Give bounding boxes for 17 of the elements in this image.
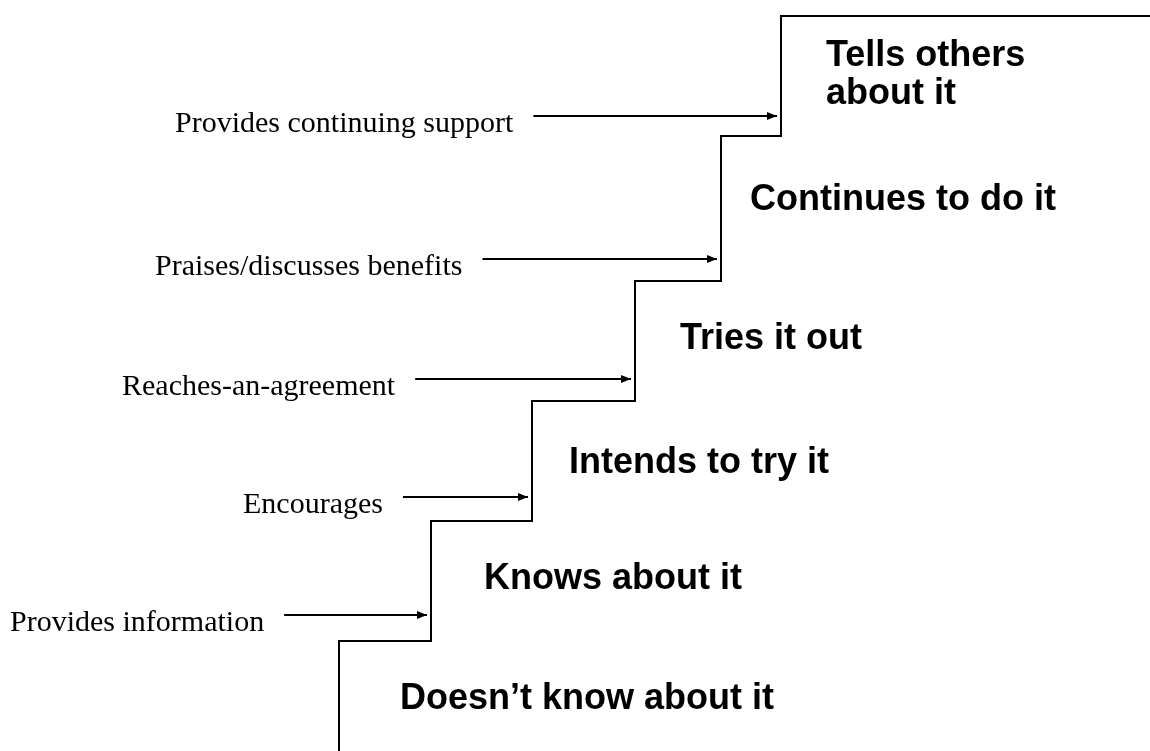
step-title: Knows about it [484,558,742,596]
step-title: Tries it out [680,318,863,356]
stage-action-text: Provides continuing support [175,105,514,139]
stair-step [780,15,1150,137]
stage-action-text: Encourages [243,486,383,520]
arrow [532,112,778,120]
step-title: Tells others about it [826,35,1027,111]
arrow [401,493,529,501]
step-title: Continues to do it [750,179,1056,217]
arrow [481,255,718,263]
step-title: Doesn’t know about it [400,678,774,716]
arrow [414,375,632,383]
stage-action-text: Praises/discusses benefits [155,248,463,282]
stage-action-text: Provides information [10,604,265,638]
step-title: Intends to try it [569,442,829,480]
stage-action-text: Reaches-an-agreement [122,368,396,402]
arrow [283,611,428,619]
